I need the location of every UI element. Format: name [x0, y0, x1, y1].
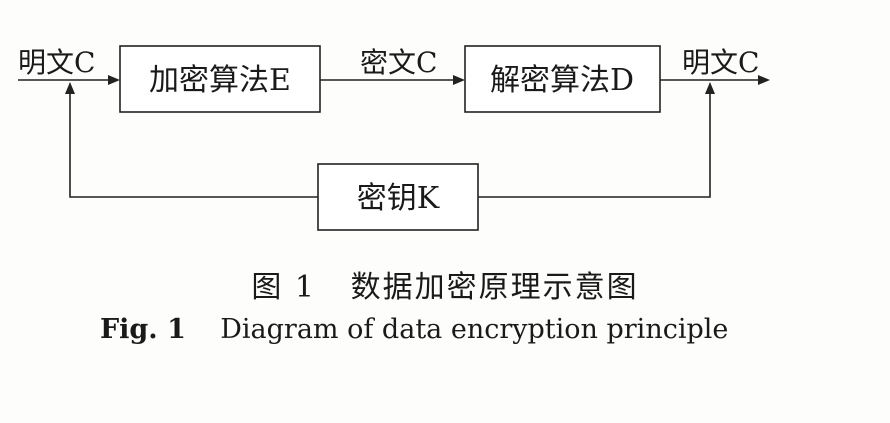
encryption-flow-diagram: 明文C 加密算法E 密文C 解密算法D 明文C 密钥K: [18, 45, 770, 231]
caption-en-title: Diagram of data encryption principle: [220, 314, 729, 345]
caption-en-prefix: Fig. 1: [100, 314, 186, 345]
key-box-label: 密钥K: [357, 181, 440, 216]
cipher-arrowhead: [453, 75, 465, 85]
input-label: 明文C: [18, 46, 95, 79]
cipher-label: 密文C: [360, 46, 437, 79]
key-to-encrypt-line: [69, 92, 318, 198]
key-to-encrypt-arrowhead: [65, 82, 75, 94]
encrypt-box: [119, 45, 321, 113]
output-arrowhead: [758, 75, 770, 85]
decrypt-box: [464, 45, 661, 113]
caption-chinese: 图 1 数据加密原理示意图: [0, 262, 890, 306]
caption-cn-prefix: 图 1: [251, 270, 316, 305]
encrypt-box-label: 加密算法E: [149, 63, 291, 98]
caption-english: Fig. 1 Diagram of data encryption princi…: [100, 314, 728, 345]
key-to-decrypt-arrowhead: [705, 82, 715, 94]
caption-cn-title: 数据加密原理示意图: [350, 270, 639, 305]
decrypt-box-label: 解密算法D: [490, 63, 634, 98]
output-label: 明文C: [682, 46, 759, 79]
input-arrowhead: [108, 75, 120, 85]
key-to-decrypt-line: [478, 92, 711, 198]
key-box: [317, 163, 479, 231]
